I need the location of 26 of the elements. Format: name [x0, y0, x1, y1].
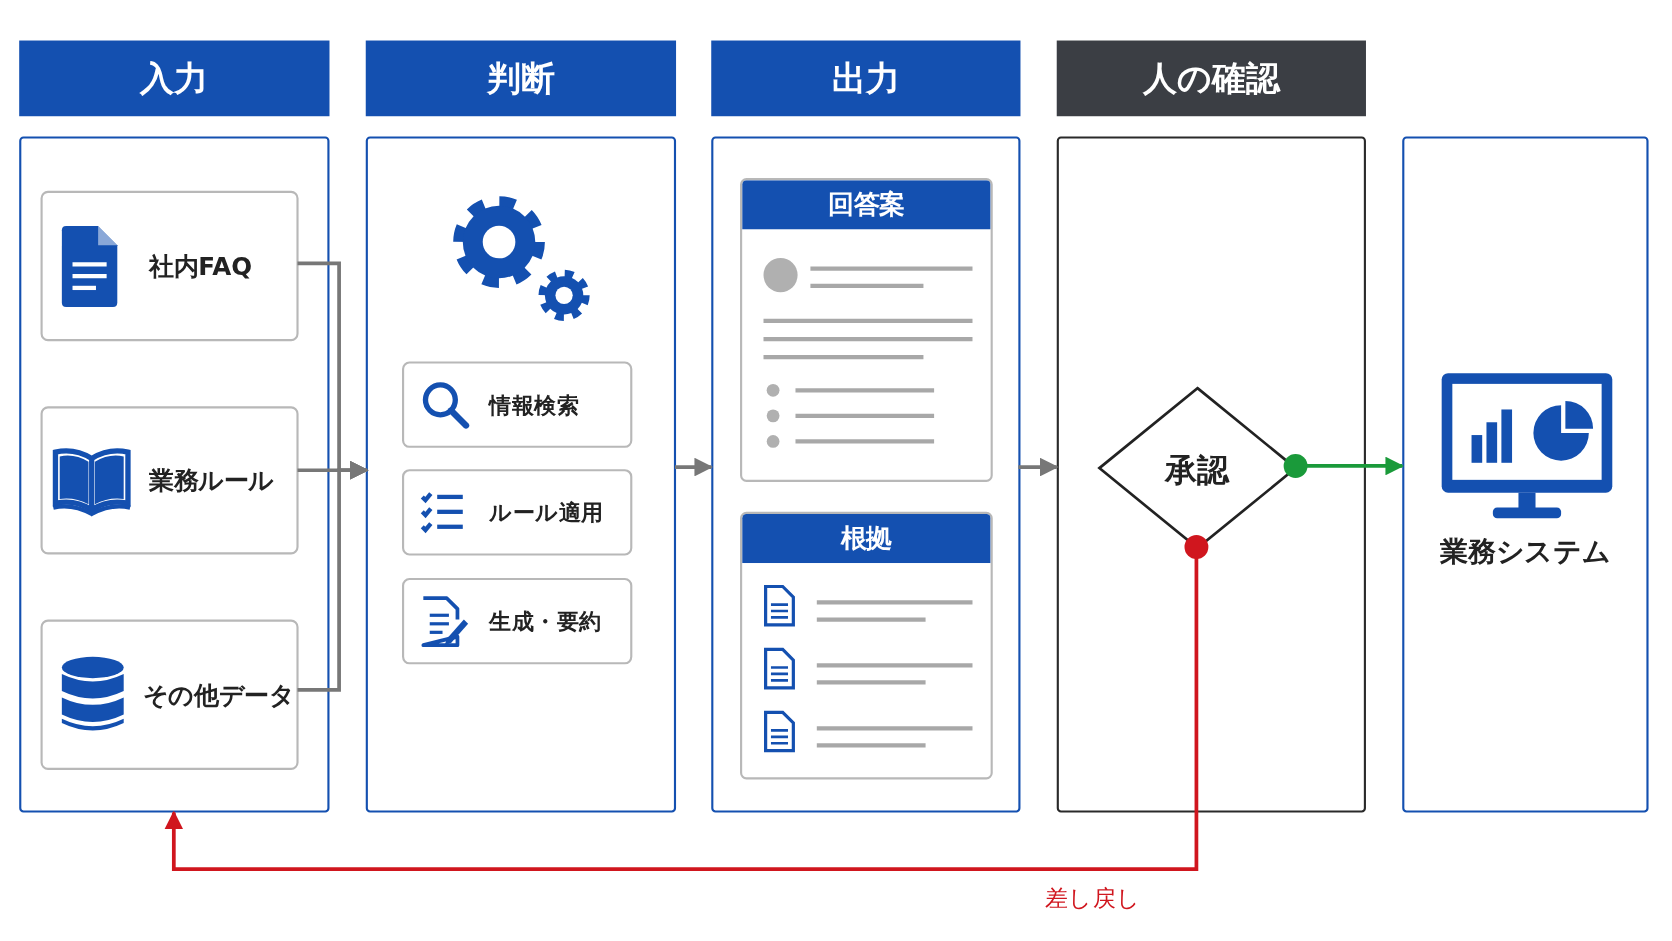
label-text: 社内FAQ [149, 251, 253, 282]
card-header: 回答案 [742, 180, 991, 230]
label-text: 承認 [1163, 450, 1231, 491]
card-header: 根拠 [742, 513, 991, 563]
label-text: 生成・要約 [489, 607, 602, 636]
arrow [1283, 454, 1405, 478]
label-text: 業務システム [1439, 534, 1612, 570]
label-text: その他データ [142, 679, 295, 711]
label-text: ルール適用 [489, 498, 604, 528]
header-bar: 判断 [365, 40, 677, 117]
arrow [675, 457, 714, 477]
item-box [402, 577, 633, 665]
arrow [164, 535, 1209, 871]
item-box [40, 619, 299, 770]
header-bar: 出力 [711, 40, 1021, 117]
label-text: 情報検索 [489, 390, 579, 420]
label-text: 業務ルール [149, 465, 275, 497]
item-box [402, 469, 633, 556]
header-bar: 人の確認 [1056, 40, 1366, 117]
item-box [40, 406, 299, 555]
arrow [1018, 457, 1059, 477]
header-bar: 入力 [19, 40, 330, 117]
column-panel [1402, 136, 1649, 813]
item-box [402, 361, 633, 448]
arrow [297, 460, 369, 692]
item-box [40, 190, 299, 342]
